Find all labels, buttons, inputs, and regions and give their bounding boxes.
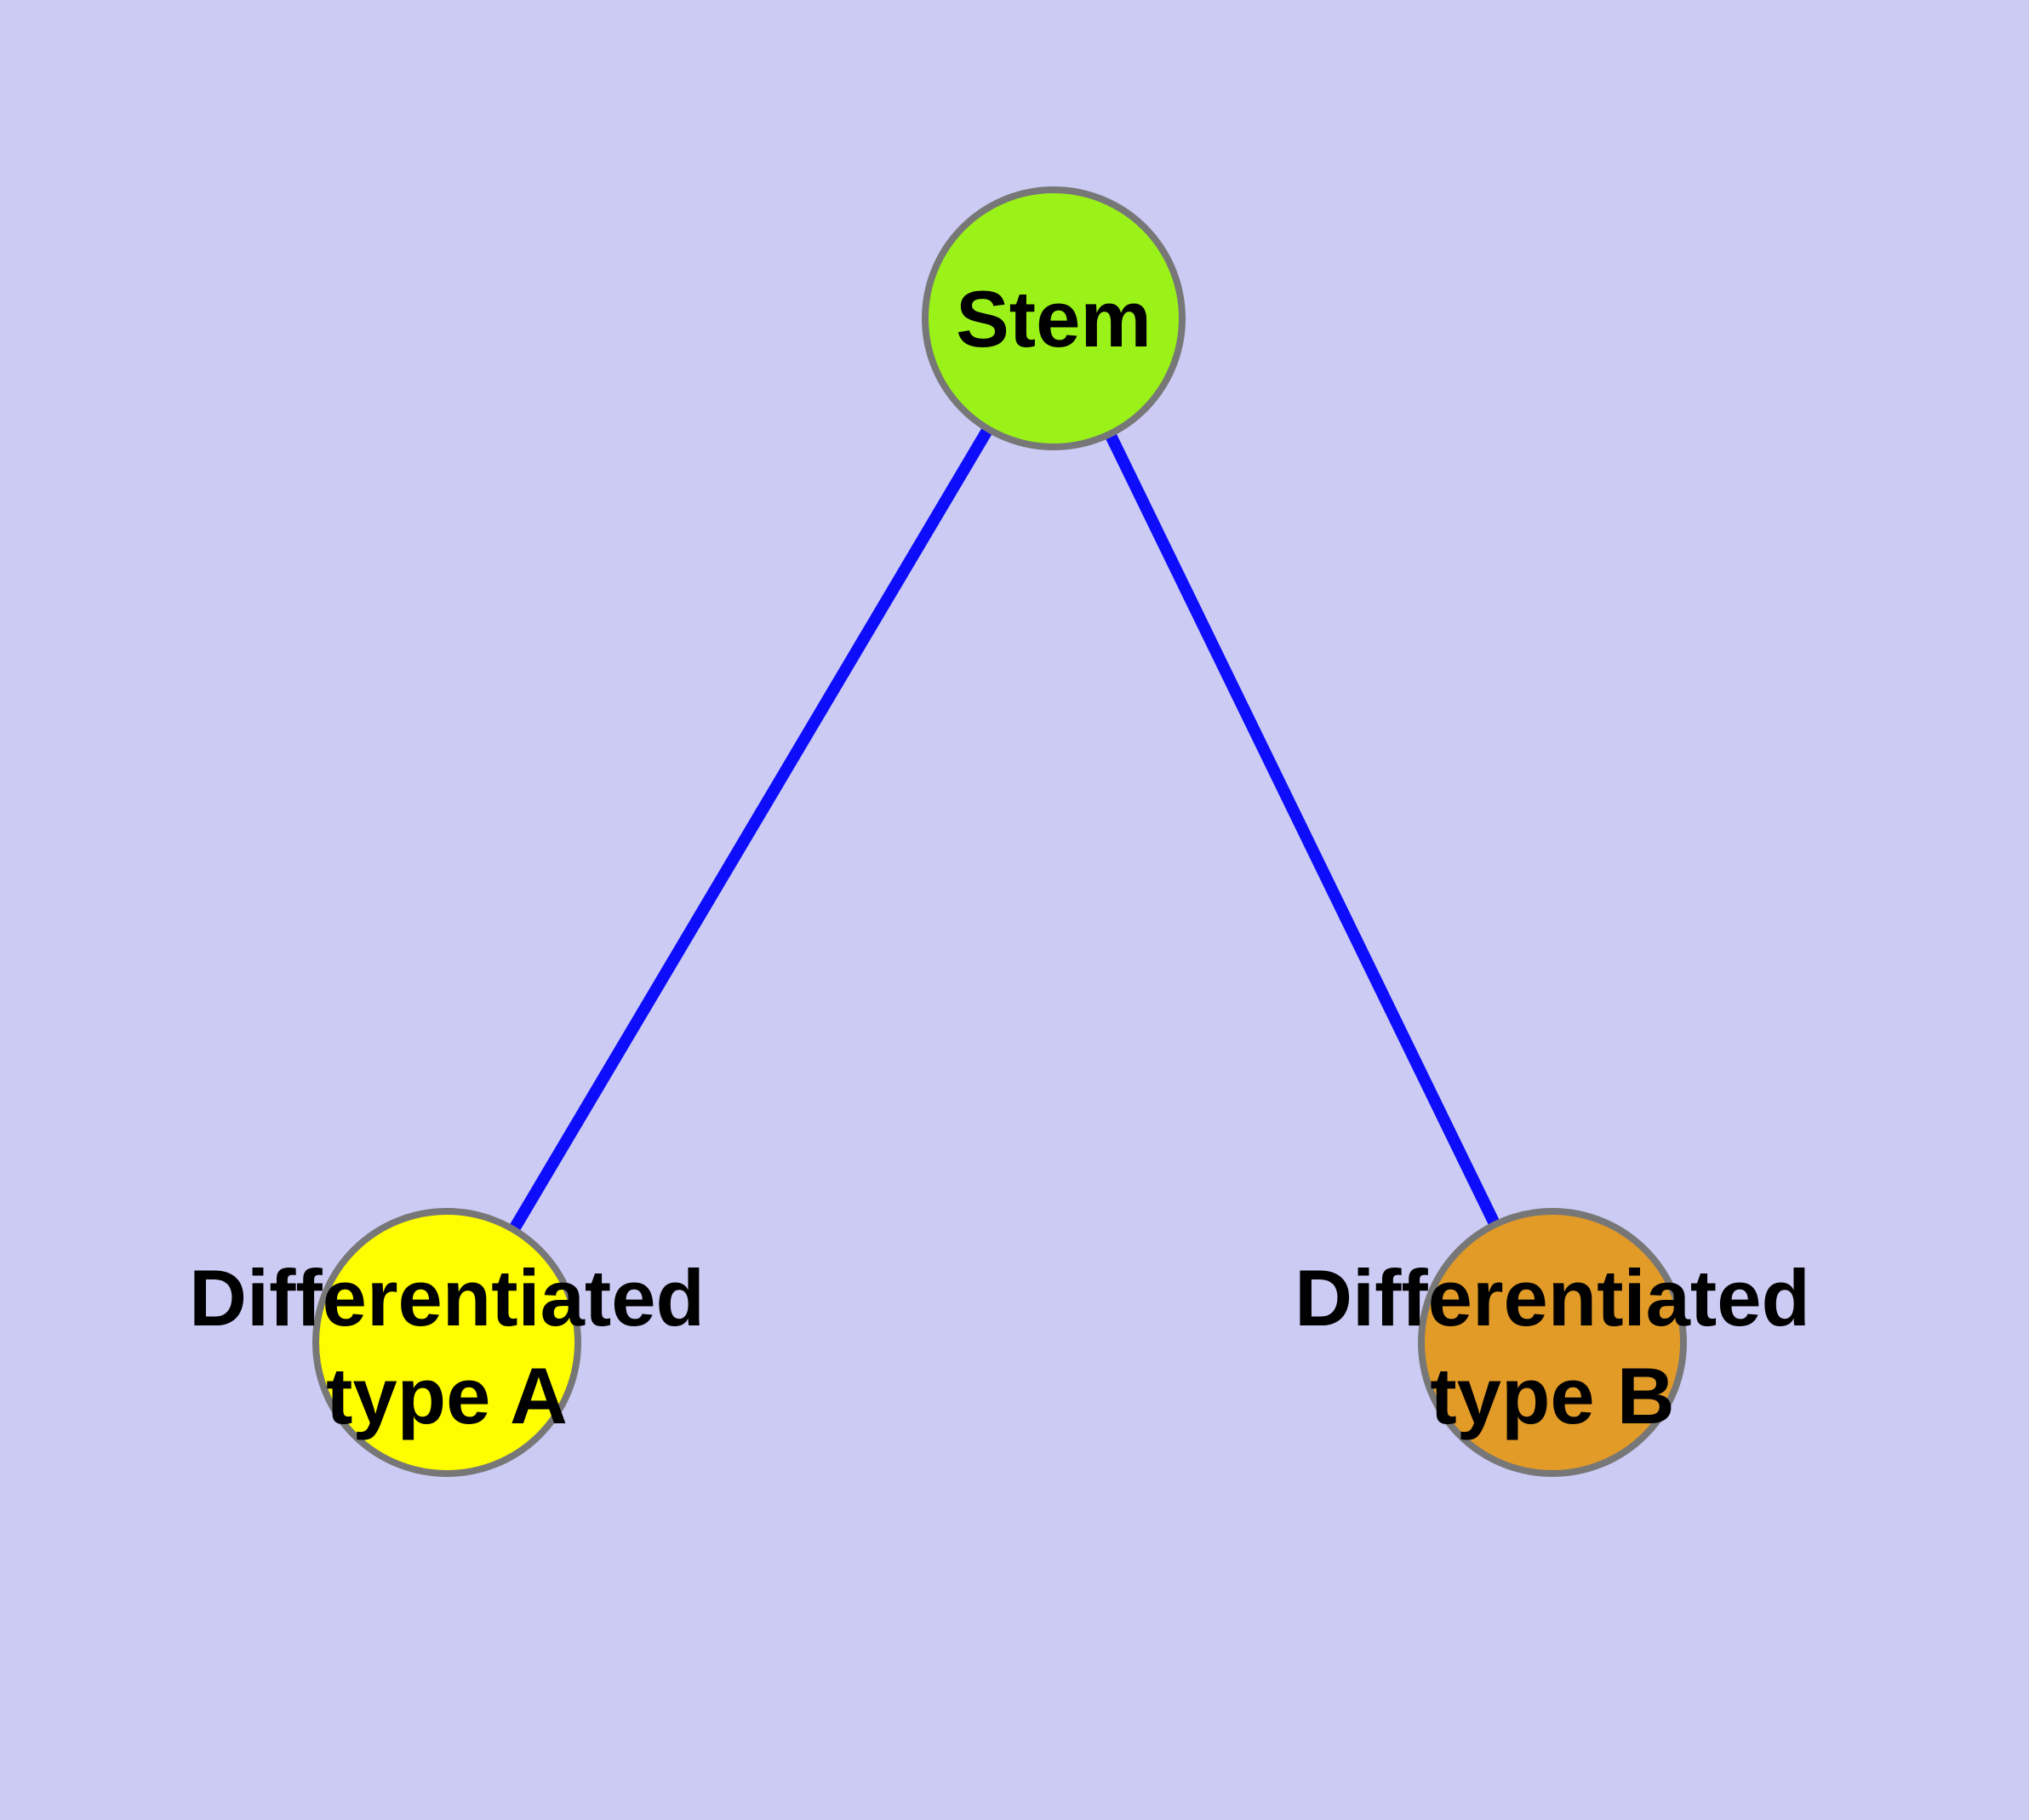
node-stem-circle <box>922 186 1186 450</box>
edge-stem-to-type-a <box>441 315 1060 1346</box>
node-type-a-label-line1: Differentiated <box>189 1253 705 1342</box>
node-type-b-circle <box>1418 1208 1687 1477</box>
node-type-b-label-line2: type B <box>1430 1351 1674 1440</box>
node-type-a-label-line2: type A <box>326 1351 568 1440</box>
node-stem-label: Stem <box>956 274 1152 363</box>
node-type-b-label-line1: Differentiated <box>1295 1253 1810 1342</box>
edge-stem-to-type-b <box>1048 315 1558 1346</box>
node-type-a-circle <box>312 1208 581 1477</box>
